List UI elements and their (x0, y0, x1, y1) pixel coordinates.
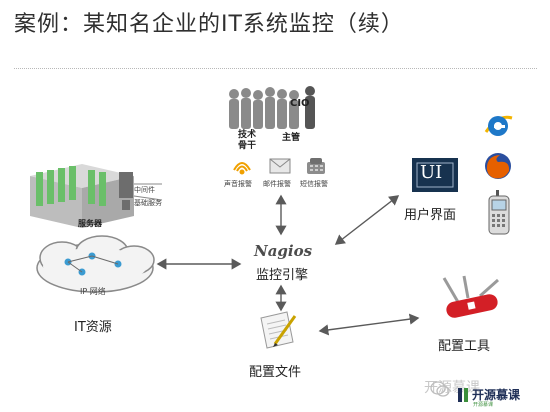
network-cloud-icon (36, 235, 155, 293)
cio-label: CIO (290, 98, 310, 109)
swiss-knife-icon (442, 275, 499, 318)
server-rack-icon (30, 164, 163, 228)
ui-text: UI (420, 162, 443, 183)
tech-backbone-label: 技术 骨干 (238, 130, 257, 151)
supervisor-label: 主管 (282, 133, 301, 143)
sound-alarm-icon (233, 162, 251, 175)
arrow-config-tools (318, 313, 420, 336)
nagios-logo: Nagios (254, 242, 313, 260)
slide-title: 案例：某知名企业的IT系统监控（续） (14, 12, 404, 37)
internet-explorer-icon (484, 115, 513, 136)
server-label: 服务器 (78, 219, 102, 228)
arrow-nagios-ui (334, 195, 400, 245)
it-resources-label: IT资源 (74, 320, 112, 335)
email-alarm-icon (269, 158, 291, 174)
watermark-logo-text: 开源慕课 (472, 388, 521, 402)
mobile-phone-icon (488, 190, 510, 235)
wechat-icon (430, 381, 450, 397)
ip-network-label: IP 网络 (80, 287, 106, 296)
base-service-label: 基础服务 (134, 199, 162, 207)
ui-screen-icon (412, 158, 458, 192)
title-divider (14, 68, 537, 69)
middleware-label: 中间件 (134, 186, 155, 194)
config-file-label: 配置文件 (249, 365, 302, 380)
watermark-subtitle: 开源慕课 (473, 402, 494, 408)
config-tools-label: 配置工具 (438, 339, 491, 354)
monitor-engine-label: 监控引擎 (256, 268, 309, 283)
config-document-icon (260, 311, 297, 349)
sms-phone-icon (307, 158, 325, 174)
user-interface-label: 用户界面 (404, 208, 457, 223)
logo-mark-icon (458, 388, 468, 402)
email-alarm-label: 邮件报警 (263, 180, 291, 188)
sound-alarm-label: 声音报警 (224, 180, 252, 188)
firefox-icon (485, 153, 511, 179)
people-group-icon (229, 86, 315, 129)
sms-alarm-label: 短信报警 (300, 180, 328, 188)
